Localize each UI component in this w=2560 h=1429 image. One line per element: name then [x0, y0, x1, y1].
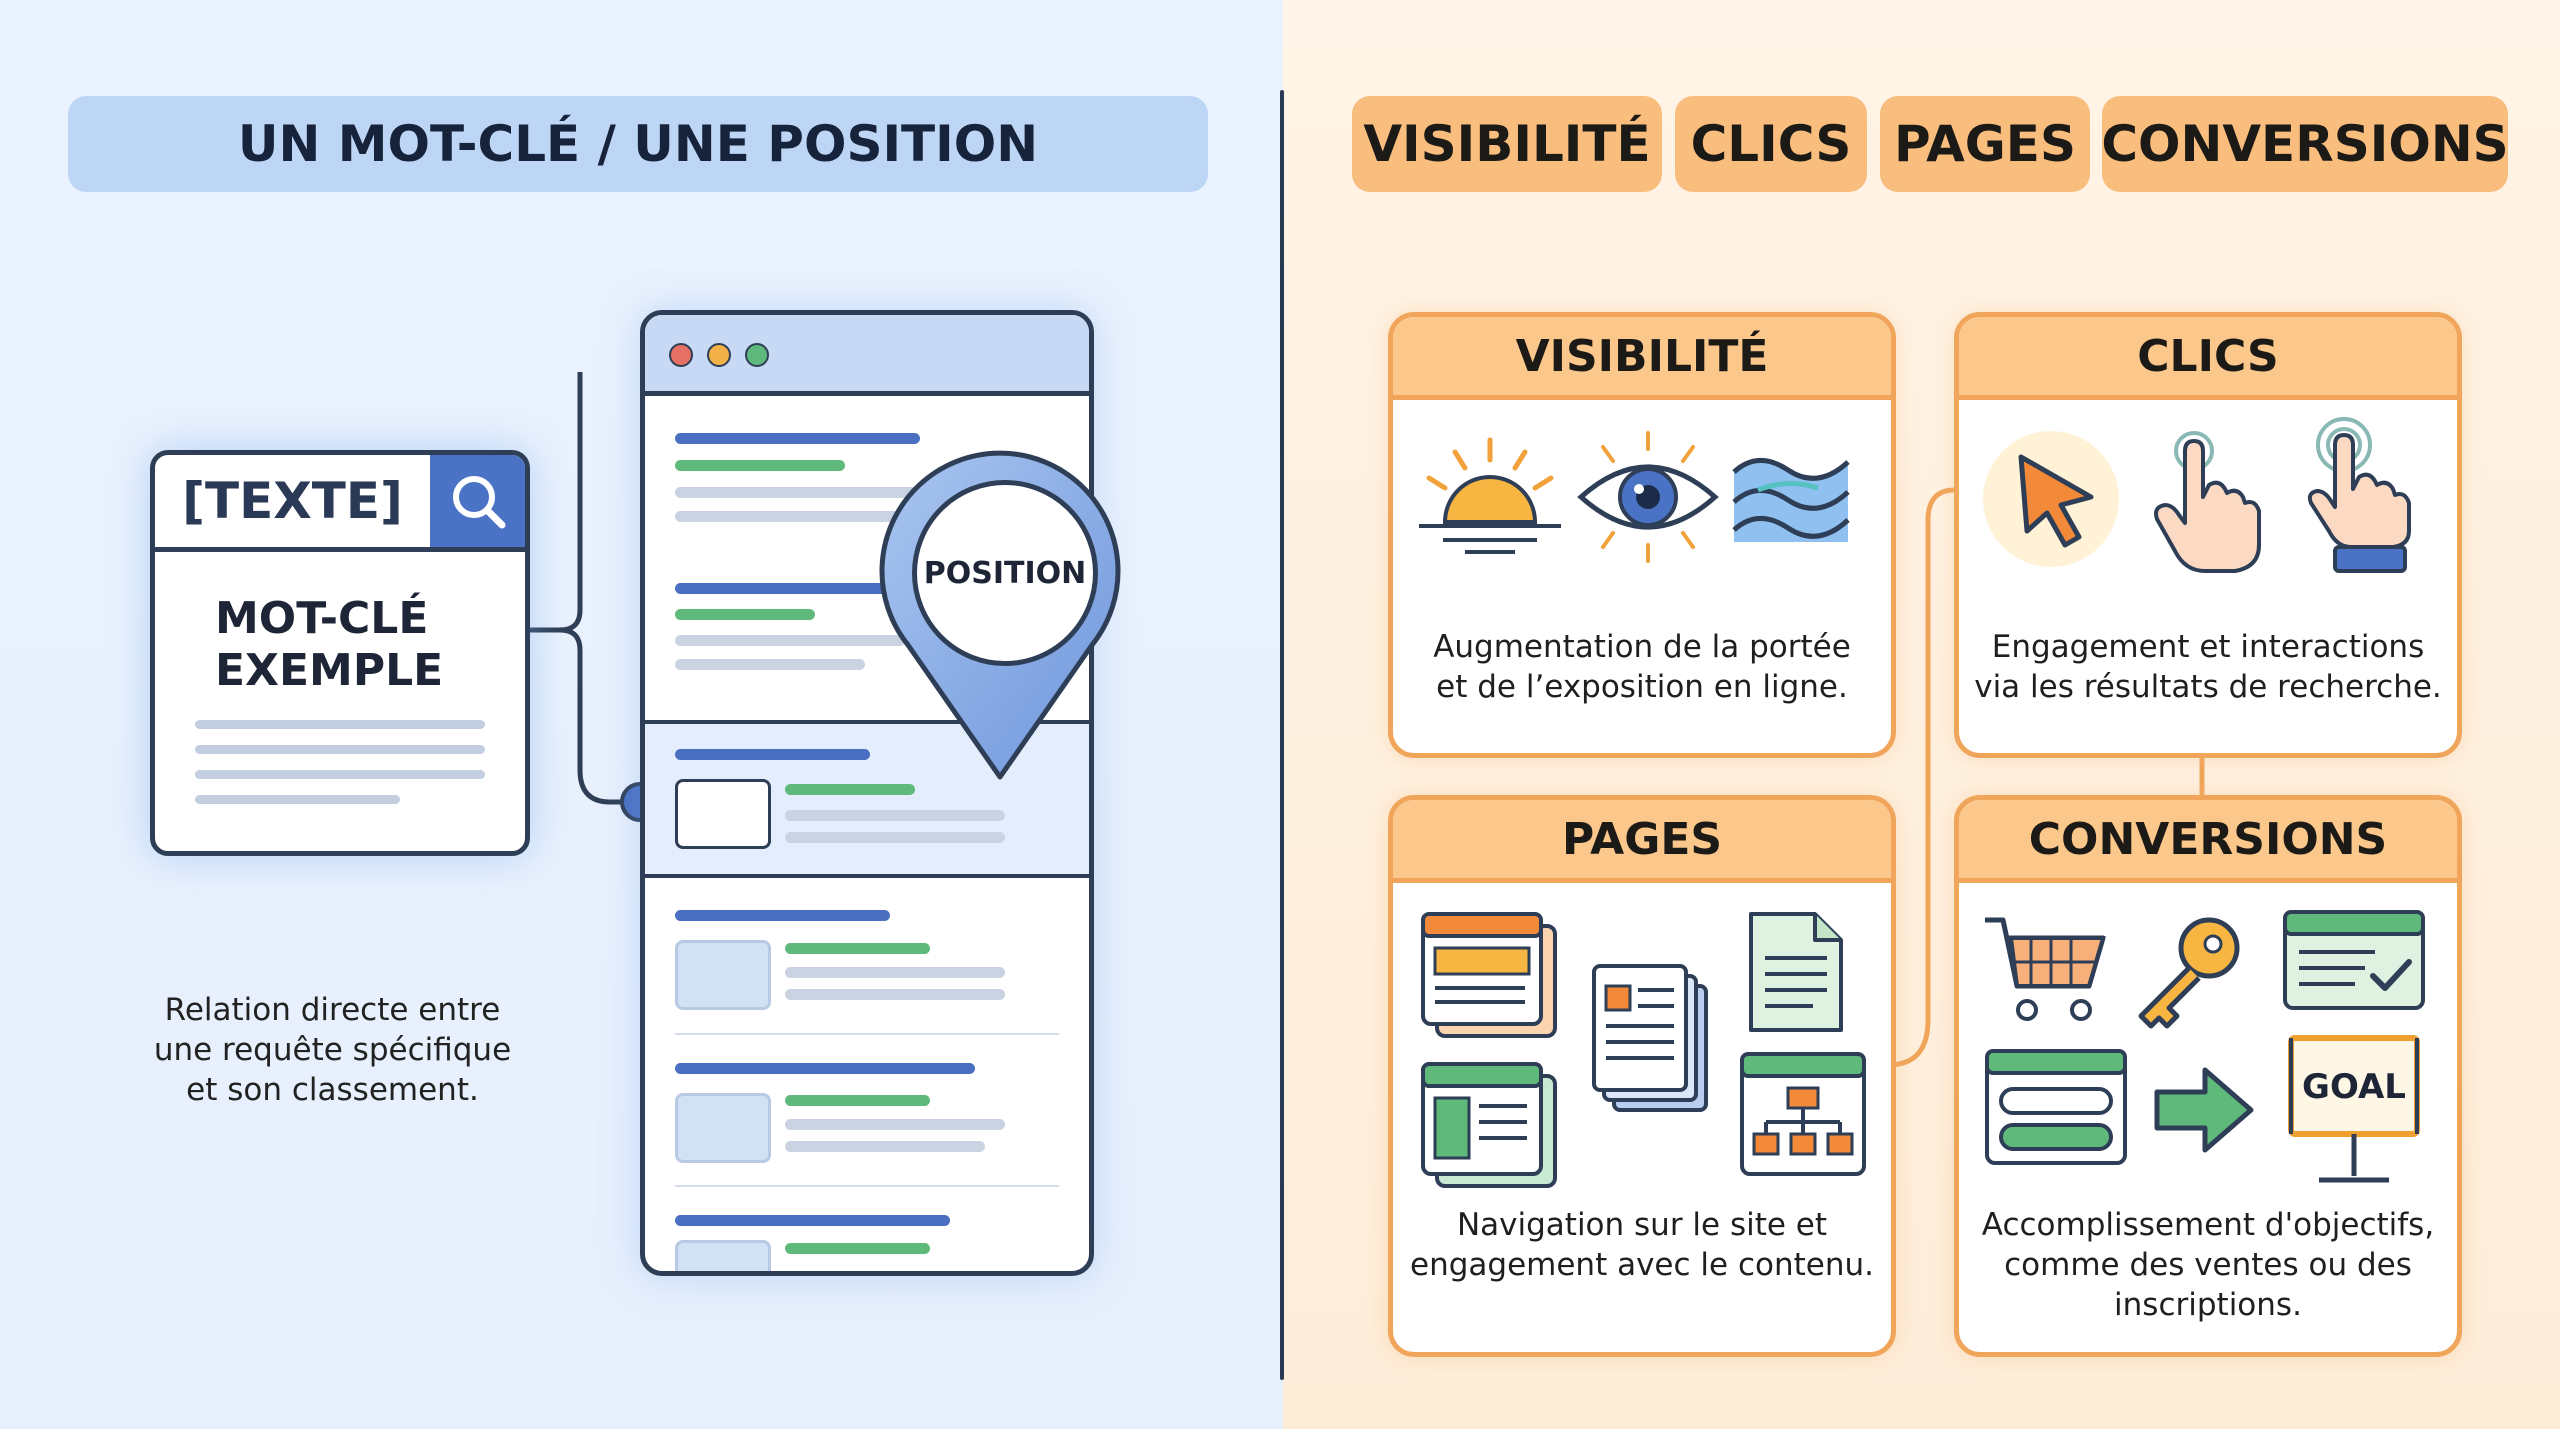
- text-line: [195, 770, 485, 779]
- magnifier-icon: [453, 476, 506, 529]
- tag-pages[interactable]: PAGES: [1880, 96, 2090, 192]
- result-url-bar: [675, 609, 815, 620]
- result-title-bar: [675, 749, 870, 760]
- result-snippet-bar: [785, 989, 1005, 1000]
- keyword-card-header: [TEXTE]: [155, 455, 525, 552]
- left-title: UN MOT-CLÉ / UNE POSITION: [68, 96, 1208, 192]
- card-clics: CLICS Engagement et interactions via les…: [1954, 312, 2462, 758]
- sunrise-icon: [1419, 437, 1561, 554]
- card-description: Accomplissement d'objectifs, comme des v…: [1959, 1205, 2457, 1325]
- result-title-bar: [675, 583, 890, 594]
- result-snippet-bar: [675, 659, 865, 670]
- webpage-stack-icon: [1421, 912, 1557, 1038]
- tag-visibilite[interactable]: VISIBILITÉ: [1352, 96, 1662, 192]
- result-url-bar: [785, 943, 930, 954]
- card-text-line: comme des ventes ou des: [2004, 1247, 2412, 1283]
- card-pages: PAGES: [1388, 795, 1896, 1357]
- description-line: une requête spécifique: [153, 1032, 512, 1068]
- waves-icon: [1732, 458, 1850, 542]
- result-url-bar: [785, 784, 915, 795]
- card-text-line: via les résultats de recherche.: [1974, 669, 2442, 705]
- card-title: CLICS: [1959, 317, 2457, 400]
- description-line: et son classement.: [186, 1072, 479, 1108]
- sitemap-icon: [1740, 1052, 1866, 1176]
- result-thumbnail: [675, 1240, 771, 1271]
- card-title: PAGES: [1393, 800, 1891, 883]
- result-snippet-bar: [785, 1119, 1005, 1130]
- text-line: [195, 720, 485, 729]
- left-description: Relation directe entre une requête spéci…: [110, 990, 555, 1110]
- result-separator: [675, 1185, 1059, 1187]
- result-thumbnail: [675, 940, 771, 1010]
- document-icon: [1749, 912, 1843, 1032]
- card-text-line: inscriptions.: [2114, 1287, 2302, 1323]
- result-snippet-bar: [785, 832, 1005, 843]
- keyword-card: [TEXTE] MOT-CLÉ EXEMPLE: [150, 450, 530, 856]
- card-conversions: CONVERSIONS GOAL Accomplissement: [1954, 795, 2462, 1357]
- card-description: Navigation sur le site et engagement ave…: [1393, 1205, 1891, 1285]
- key-icon: [2138, 917, 2240, 1029]
- tag-conversions[interactable]: CONVERSIONS: [2101, 96, 2509, 192]
- result-title-bar: [675, 1063, 975, 1074]
- double-tap-hand-icon: [2307, 417, 2411, 573]
- card-text-line: Accomplissement d'objectifs,: [1981, 1207, 2435, 1243]
- right-arrow-icon: [2154, 1067, 2254, 1153]
- keyword-placeholder: [TEXTE]: [182, 472, 403, 530]
- tap-hand-icon: [2154, 431, 2261, 573]
- card-visibilite: VISIBILITÉ Augmentation de la portée et …: [1388, 312, 1896, 758]
- webpage-layout-icon: [1421, 1062, 1557, 1188]
- minimize-dot-icon[interactable]: [707, 343, 731, 367]
- result-snippet-bar: [785, 810, 1005, 821]
- result-snippet-bar: [785, 967, 1005, 978]
- result-snippet-bar: [675, 635, 905, 646]
- cursor-arrow-icon: [1983, 431, 2119, 567]
- card-title: CONVERSIONS: [1959, 800, 2457, 883]
- card-text-line: et de l’exposition en ligne.: [1436, 669, 1848, 705]
- text-line: [195, 745, 485, 754]
- eye-icon: [1577, 431, 1719, 563]
- form-fields-icon: [1985, 1049, 2127, 1165]
- result-snippet-bar: [785, 1141, 985, 1152]
- result-url-bar: [785, 1243, 930, 1254]
- card-text-line: engagement avec le contenu.: [1410, 1247, 1874, 1283]
- card-text-line: Navigation sur le site et: [1456, 1207, 1828, 1243]
- card-title: VISIBILITÉ: [1393, 317, 1891, 400]
- text-line: [195, 795, 400, 804]
- card-description: Augmentation de la portée et de l’exposi…: [1393, 627, 1891, 707]
- keyword-line-1: MOT-CLÉ: [215, 593, 429, 644]
- goal-label: GOAL: [2302, 1067, 2406, 1107]
- document-stack-icon: [1592, 964, 1708, 1112]
- maximize-dot-icon[interactable]: [745, 343, 769, 367]
- close-dot-icon[interactable]: [669, 343, 693, 367]
- tag-clics[interactable]: CLICS: [1675, 96, 1867, 192]
- card-text-line: Engagement et interactions: [1991, 629, 2425, 665]
- result-url-bar: [675, 460, 845, 471]
- card-text-line: Augmentation de la portée: [1433, 629, 1851, 665]
- checked-form-icon: [2283, 910, 2425, 1010]
- cards-connector: [1887, 487, 2205, 1068]
- description-line: Relation directe entre: [164, 992, 501, 1028]
- search-button[interactable]: [430, 455, 525, 547]
- result-title-bar: [675, 433, 920, 444]
- shopping-cart-icon: [1985, 917, 2106, 1021]
- browser-toolbar: [645, 315, 1089, 396]
- keyword-example: MOT-CLÉ EXEMPLE: [215, 593, 443, 697]
- result-thumbnail: [675, 1093, 771, 1163]
- result-snippet-bar: [675, 511, 915, 522]
- result-url-bar: [785, 1095, 930, 1106]
- panel-divider: [1280, 90, 1284, 1380]
- result-separator: [675, 1033, 1059, 1035]
- keyword-line-2: EXEMPLE: [215, 645, 444, 696]
- result-title-bar: [675, 1215, 950, 1226]
- result-title-bar: [675, 910, 890, 921]
- result-snippet-bar: [675, 487, 975, 498]
- result-thumbnail: [675, 779, 771, 849]
- card-description: Engagement et interactions via les résul…: [1959, 627, 2457, 707]
- keyword-connector: [520, 372, 660, 822]
- position-label: POSITION: [912, 480, 1098, 666]
- goal-board-icon: GOAL: [2288, 1035, 2420, 1183]
